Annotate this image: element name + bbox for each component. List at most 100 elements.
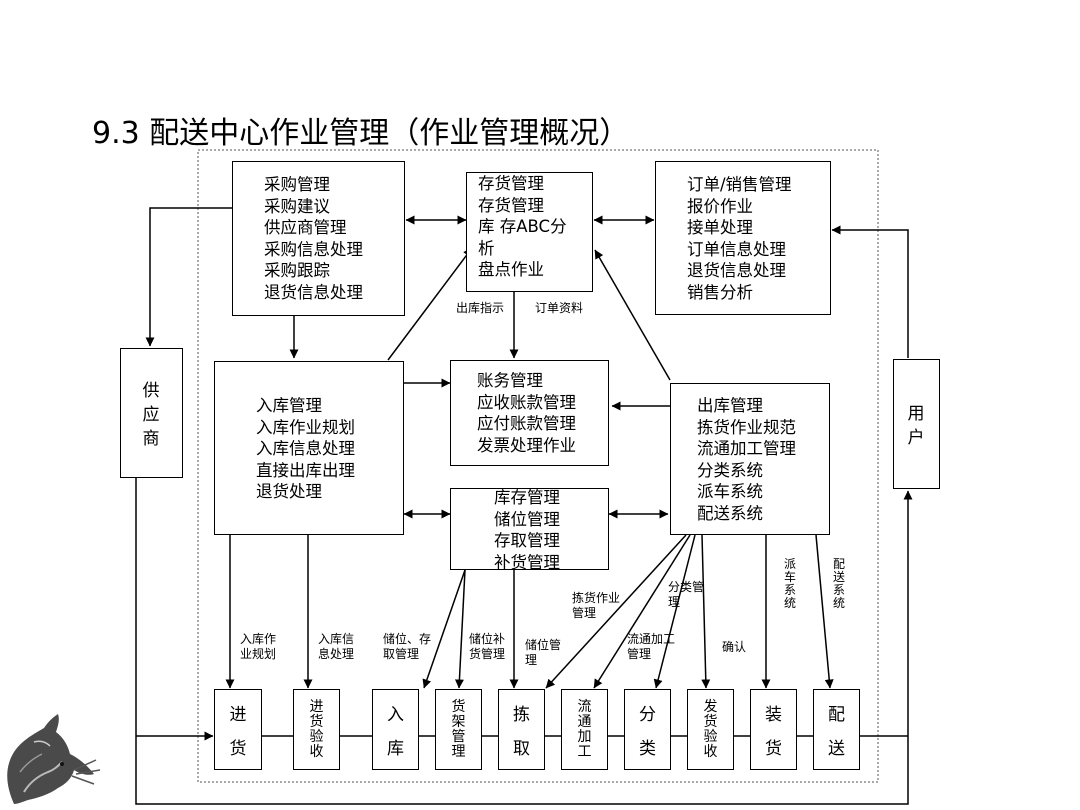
order-line: 订单信息处理 — [687, 239, 786, 259]
processing-mgmt-label: 流通加工 管理 — [627, 632, 675, 662]
label-line: 货管理 — [469, 647, 506, 661]
step-char: 进 — [309, 698, 324, 715]
label-line: 息处理 — [318, 647, 355, 661]
confirm-label: 确认 — [722, 640, 747, 654]
step-char: 送 — [828, 738, 845, 759]
storage-replenish-label: 储位补 货管理 — [469, 632, 505, 662]
supplier-char: 供 — [142, 381, 160, 401]
step-char: 货 — [765, 738, 782, 759]
step-char: 工 — [577, 743, 592, 760]
storage-mgmt-label: 储位管 理 — [525, 638, 561, 668]
step-char: 管 — [451, 728, 466, 745]
accounts-line: 应收账款管理 — [477, 392, 576, 412]
purchase-line: 采购管理 — [264, 175, 330, 194]
step-char: 取 — [513, 738, 530, 759]
step-char: 货 — [703, 713, 718, 730]
purchase-line: 采购信息处理 — [264, 239, 363, 259]
accounts-line: 发票处理作业 — [477, 435, 576, 455]
inventory-line: 存货管理 — [478, 195, 544, 215]
label-line: 分类管 — [668, 580, 705, 594]
storage-retrieval-label: 储位、存 取管理 — [383, 632, 431, 662]
step-char: 类 — [639, 738, 656, 759]
step-char: 分 — [639, 705, 656, 726]
label-line: 储位管 — [525, 638, 562, 652]
step-char: 库 — [387, 738, 404, 759]
supplier-char: 应 — [142, 405, 160, 425]
step-char: 货 — [309, 713, 324, 730]
purchase-line: 供应商管理 — [264, 218, 347, 237]
storage-line: 补货管理 — [494, 552, 560, 572]
label-line: 业规划 — [240, 647, 277, 661]
inventory-line: 盘点作业 — [478, 260, 544, 279]
process-step-shipping-inspection: 发 货 验 收 — [687, 689, 734, 770]
supplier-char: 商 — [142, 429, 160, 449]
dotted-frame — [197, 149, 879, 783]
inventory-line: 库 存ABC分 — [478, 217, 567, 236]
step-char: 发 — [703, 698, 718, 715]
order-line: 报价作业 — [687, 196, 753, 216]
inventory-line: 存货管理 — [478, 174, 544, 193]
step-char: 配 — [828, 705, 845, 726]
process-step-receiving: 进 货 — [214, 689, 262, 770]
process-step-picking: 拣 取 — [498, 689, 545, 770]
inbound-line: 入库作业规划 — [256, 417, 355, 437]
purchase-line: 采购跟踪 — [264, 261, 330, 280]
process-step-shelf-management: 货 架 管 理 — [435, 689, 482, 770]
user-box: 用 户 — [893, 359, 940, 489]
inbound-line: 退货处理 — [256, 482, 322, 501]
label-line: 理 — [525, 653, 538, 667]
fish-logo-icon — [7, 714, 101, 804]
inbound-line: 直接出库出理 — [256, 460, 355, 480]
delivery-system-label: 配送系统 — [832, 557, 845, 610]
outbound-line: 配送系统 — [697, 503, 763, 523]
label-line: 入库信 — [318, 632, 355, 646]
process-step-loading: 装 货 — [750, 689, 797, 770]
step-char: 装 — [765, 705, 782, 726]
supplier-box: 供 应 商 — [120, 348, 183, 478]
step-char: 收 — [703, 743, 718, 760]
purchase-management-box: 采购管理 采购建议 供应商管理 采购信息处理 采购跟踪 退货信息处理 — [232, 161, 405, 316]
step-char: 货 — [451, 698, 466, 715]
inbound-planning-label: 入库作 业规划 — [240, 632, 276, 662]
user-char: 户 — [907, 428, 925, 448]
step-char: 验 — [309, 728, 324, 745]
outbound-line: 分类系统 — [697, 460, 763, 480]
storage-line: 存取管理 — [494, 531, 560, 550]
step-char: 货 — [229, 738, 247, 759]
label-line: 入库作 — [240, 632, 277, 646]
step-char: 架 — [451, 713, 466, 730]
inbound-line: 入库信息处理 — [256, 439, 355, 458]
purchase-line: 采购建议 — [264, 196, 330, 216]
step-char: 流 — [577, 698, 592, 715]
user-char: 用 — [907, 404, 925, 424]
label-line: 管理 — [572, 606, 597, 620]
outbound-line: 派车系统 — [697, 482, 763, 501]
step-char: 理 — [451, 743, 466, 760]
storage-line: 储位管理 — [494, 509, 560, 529]
page-title: 9.3 配送中心作业管理（作业管理概况） — [92, 116, 630, 151]
label-line: 理 — [668, 595, 681, 609]
inventory-management-box: 存货管理 存货管理 库 存ABC分 析 盘点作业 — [466, 172, 593, 292]
label-line: 储位、存 — [383, 632, 432, 646]
step-char: 通 — [577, 713, 592, 730]
step-char: 拣 — [513, 705, 530, 726]
accounts-management-box: 账务管理 应收账款管理 应付账款管理 发票处理作业 — [450, 360, 609, 466]
order-line: 退货信息处理 — [687, 261, 786, 280]
purchase-line: 退货信息处理 — [264, 282, 363, 302]
process-step-delivery: 配 送 — [813, 689, 860, 770]
order-line: 销售分析 — [687, 282, 753, 302]
sort-mgmt-label: 分类管 理 — [668, 580, 704, 610]
step-char: 验 — [703, 728, 718, 745]
label-line: 取管理 — [383, 647, 420, 661]
order-data-label: 订单资料 — [535, 301, 584, 315]
accounts-line: 账务管理 — [477, 371, 543, 390]
label-line: 拣货作业 — [572, 591, 621, 605]
process-step-sorting: 分 类 — [624, 689, 671, 770]
accounts-line: 应付账款管理 — [477, 414, 576, 433]
storage-management-box: 库存管理 储位管理 存取管理 补货管理 — [450, 488, 609, 572]
outbound-instruction-label: 出库指示 — [456, 301, 505, 315]
picking-spec-label: 拣货作业 管理 — [572, 591, 620, 621]
step-char: 加 — [577, 728, 592, 745]
process-step-receiving-inspection: 进 货 验 收 — [293, 689, 340, 770]
